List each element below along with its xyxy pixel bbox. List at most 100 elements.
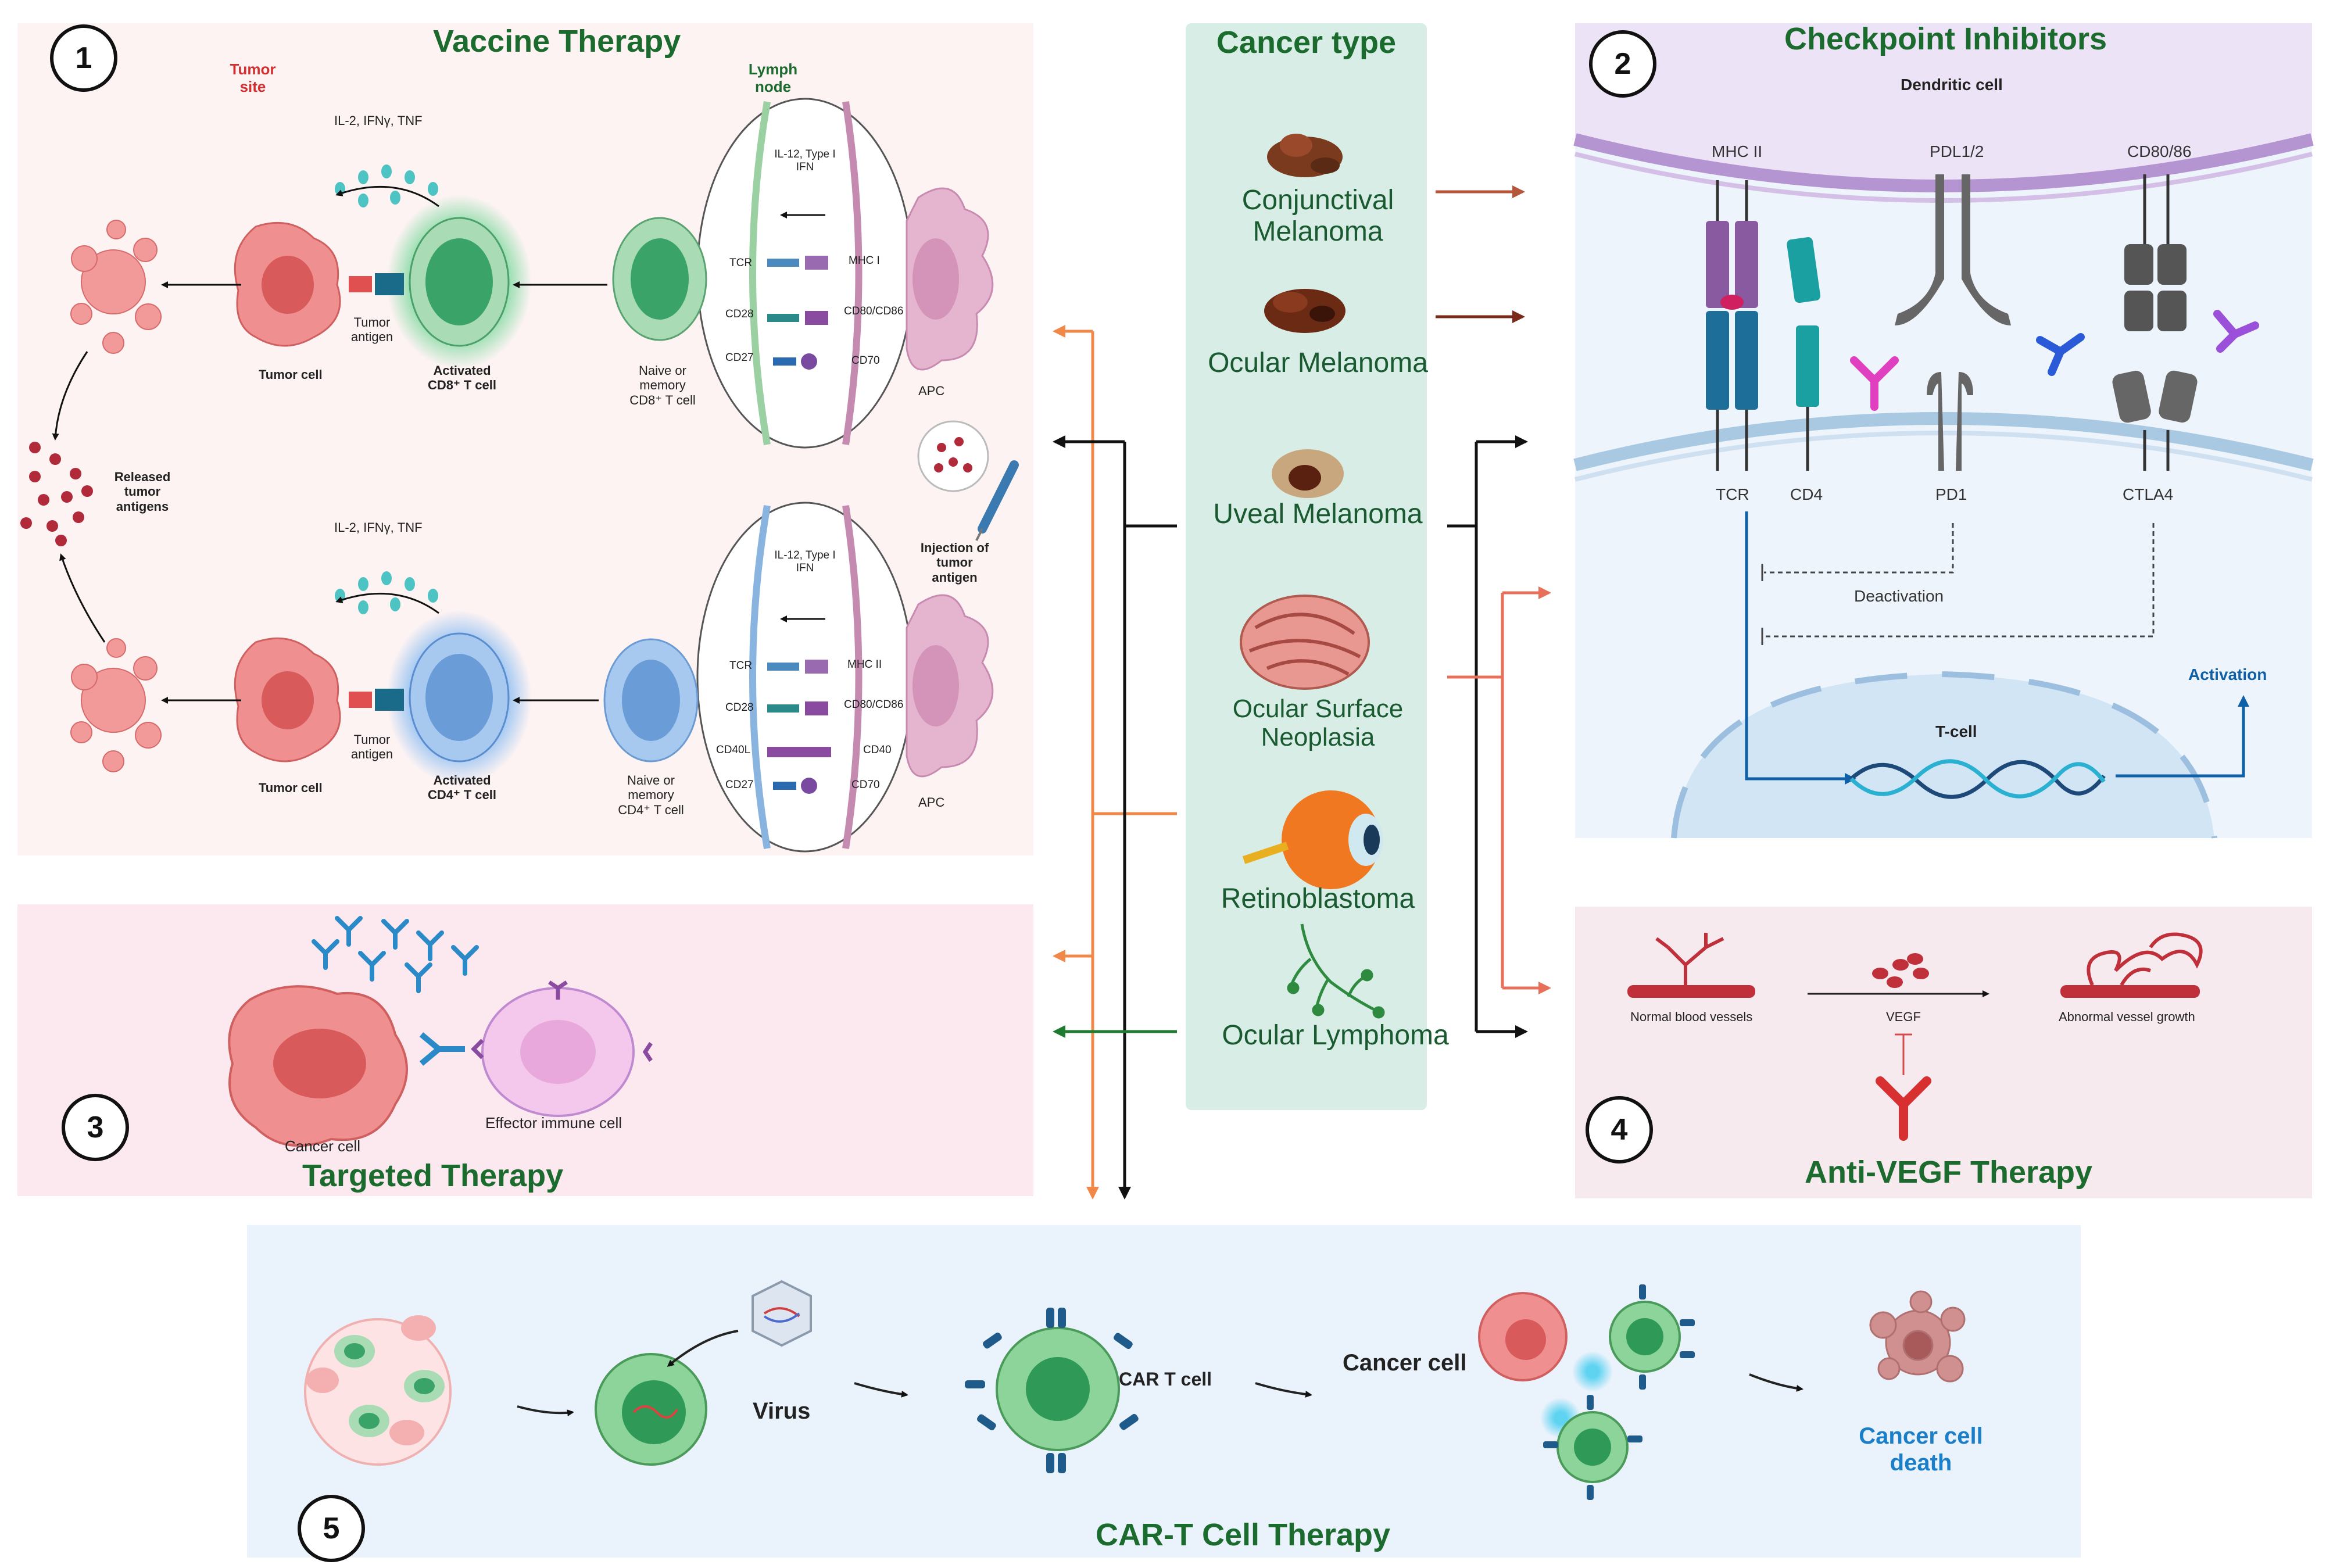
injection-syringe-icon: [917, 420, 1019, 541]
ocular-lymphoma-image: [1287, 923, 1385, 1019]
car-t-arrows: [517, 1330, 1803, 1417]
tumor-cell-top: [234, 221, 404, 347]
receptor-label-tcr-bottom: TCR: [729, 660, 753, 672]
receptor-label-mhc1-top: MHC I: [849, 255, 880, 267]
dying-tumor-cell-bottom: [70, 638, 162, 772]
abnormal-vessel-label: Abnormal vessel growth: [2059, 1009, 2195, 1024]
cancer-type-ocular-melanoma: Ocular Melanoma: [1208, 348, 1428, 378]
retinoblastoma-eye-image: [1242, 790, 1383, 889]
cancer-type-uveal-melanoma: Uveal Melanoma: [1213, 499, 1423, 529]
lymph-node-ellipse-top: [696, 98, 914, 449]
cancer-cell-label: Cancer cell: [1343, 1350, 1467, 1376]
anti-vegf-title: Anti-VEGF Therapy: [1805, 1155, 2093, 1190]
transduced-t-cell: [595, 1353, 707, 1466]
antibody-blue-icon: [2036, 333, 2085, 376]
targeted-therapy-title: Targeted Therapy: [302, 1158, 564, 1193]
tumor-antigen-top-label: Tumor antigen: [350, 315, 393, 345]
lymph-node-ellipse-bottom: [696, 502, 914, 853]
cancer-type-conjunctival-melanoma: Conjunctival Melanoma: [1241, 185, 1394, 247]
targeted-cancer-cell-label: Cancer cell: [285, 1137, 361, 1155]
panel5-number-badge: 5: [298, 1495, 365, 1562]
dna-helix-icon: [1849, 759, 2106, 799]
bridging-antibody-icon: [419, 1032, 484, 1066]
activation-label: Activation: [2188, 665, 2267, 683]
pd1-receptor: [1927, 372, 1973, 471]
cytokine-dots-bottom: [335, 571, 438, 614]
naive-cd8-t-cell: [612, 217, 707, 341]
t-cell-label: T-cell: [1935, 722, 1977, 740]
injection-label: Injection of tumor antigen: [920, 540, 989, 585]
deactivation-lines: [1764, 523, 2155, 638]
vegf-dots: [1872, 953, 1929, 988]
tumor-cell-top-label: Tumor cell: [259, 367, 323, 382]
tumor-site-label: Tumor site: [230, 60, 276, 95]
cancer-type-ocular-surface-neoplasia: Ocular Surface Neoplasia: [1232, 694, 1404, 752]
ctla4-receptor: [2112, 370, 2198, 471]
panel2-number-badge: 2: [1589, 30, 1656, 98]
normal-blood-vessel: [1627, 933, 1755, 998]
car-t-cell-label: CAR T cell: [1119, 1369, 1212, 1390]
receptor-label-tcr-top: TCR: [729, 257, 753, 269]
vegf-label: VEGF: [1886, 1009, 1921, 1024]
activated-cd4-t-cell: [387, 610, 532, 785]
virus-icon: [752, 1280, 812, 1347]
cytokines-top-label: IL-2, IFNγ, TNF: [334, 113, 423, 128]
car-t-panel: [247, 1225, 2081, 1558]
released-antigen-dots: [20, 442, 93, 546]
cancer-type-retinoblastoma: Retinoblastoma: [1221, 883, 1415, 914]
dendritic-cell-label: Dendritic cell: [1901, 76, 2003, 94]
receptor-pairs-top: [767, 256, 828, 370]
cytokines-bottom-label: IL-2, IFNγ, TNF: [334, 520, 423, 535]
mhc-ii-label: MHC II: [1712, 142, 1763, 160]
dead-cancer-cell: [1869, 1290, 1966, 1383]
apc-cell-bottom: [906, 594, 994, 778]
cd80-86-ligand: [2124, 174, 2187, 331]
receptor-label-cd80-top: CD80/CD86: [844, 305, 904, 317]
antibody-cluster-icon: [312, 916, 479, 993]
released-antigens-label: Released tumor antigens: [114, 470, 171, 514]
cancer-type-ocular-lymphoma: Ocular Lymphoma: [1222, 1020, 1449, 1051]
activated-cd8-label: Activated CD8⁺ T cell: [428, 363, 496, 393]
cd4-label: CD4: [1790, 485, 1823, 503]
cd4-receptor: [1787, 237, 1821, 471]
tumor-cell-bottom: [234, 637, 404, 762]
tumor-antigen-bottom-label: Tumor antigen: [350, 732, 393, 762]
car-t-title: CAR-T Cell Therapy: [1096, 1517, 1391, 1552]
blood-sample-circle: [304, 1315, 452, 1466]
dying-tumor-cell-top: [70, 220, 162, 354]
lymph-node-label: Lymph node: [748, 60, 798, 95]
ocular-surface-neoplasia-image: [1240, 595, 1370, 690]
uveal-melanoma-image: [1272, 449, 1344, 498]
receptor-label-cd70-top: CD70: [851, 355, 880, 367]
conjunctival-melanoma-image: [1267, 134, 1343, 177]
activated-cd8-t-cell: [387, 195, 532, 369]
cancer-type-panel: [1186, 23, 1427, 1110]
panel1-arrows: [52, 185, 825, 704]
t-cell-nucleus: [1671, 671, 2217, 839]
apc-top-label: APC: [918, 384, 945, 398]
receptor-label-cd40-bottom: CD40: [863, 744, 892, 756]
pd1-label: PD1: [1935, 485, 1967, 503]
car-t-cell: [965, 1308, 1139, 1473]
normal-vessels-label: Normal blood vessels: [1630, 1009, 1753, 1024]
receptor-label-cd40l-bottom: CD40L: [716, 744, 751, 756]
activated-cd4-label: Activated CD4⁺ T cell: [428, 773, 496, 803]
apc-bottom-label: APC: [918, 795, 945, 810]
cancer-cell-death-label: Cancer cell death: [1859, 1423, 1983, 1476]
panel3-number-badge: 3: [62, 1094, 129, 1161]
cancer-type-title: Cancer type: [1216, 25, 1397, 60]
tcr-signal-arrow: [1745, 511, 2249, 785]
vaccine-therapy-title: Vaccine Therapy: [433, 24, 681, 59]
receptor-label-cd27-bottom: CD27: [725, 779, 754, 791]
pdl1-2-label: PDL1/2: [1930, 142, 1984, 160]
receptor-label-cd27-top: CD27: [725, 352, 754, 364]
receptor-label-cd70-bottom: CD70: [851, 779, 880, 791]
receptor-label-cd80-bottom: CD80/CD86: [844, 699, 904, 711]
mhc-ii-tcr-complex: [1706, 180, 1758, 471]
apc-cell-top: [906, 187, 994, 371]
il12-top-label: IL-12, Type I IFN: [774, 148, 836, 173]
targeted-cancer-cell: [228, 985, 408, 1147]
panel4-number-badge: 4: [1586, 1096, 1653, 1164]
receptor-label-cd28-top: CD28: [725, 308, 754, 320]
